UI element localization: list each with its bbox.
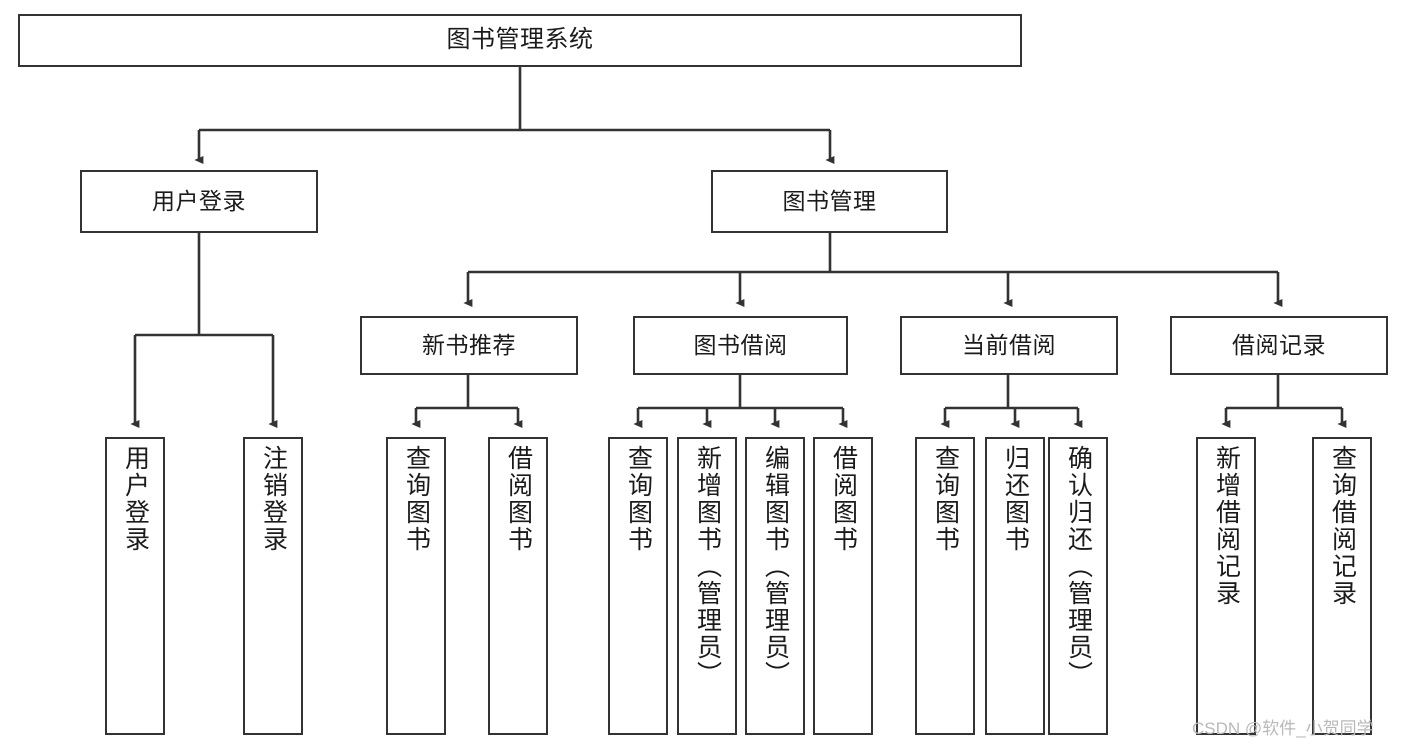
node-leaf-bb-add-book[interactable]: 新增图书（管理员） (677, 437, 737, 735)
node-root-system[interactable]: 图书管理系统 (18, 14, 1022, 67)
node-leaf-user-logout[interactable]: 注销登录 (243, 437, 303, 735)
node-leaf-user-login[interactable]: 用户登录 (105, 437, 165, 735)
node-leaf-nb-query-book[interactable]: 查询图书 (386, 437, 446, 735)
node-label: 新书推荐 (422, 331, 516, 358)
node-label: 查询借阅记录 (1328, 445, 1357, 607)
node-label: 借阅图书 (504, 445, 533, 553)
node-leaf-bb-edit-book[interactable]: 编辑图书（管理员） (745, 437, 805, 735)
node-leaf-nb-borrow-book[interactable]: 借阅图书 (488, 437, 548, 735)
node-leaf-cb-confirm-return[interactable]: 确认归还（管理员） (1048, 437, 1108, 735)
current-borrow-to-leaf-connectors (940, 375, 1083, 429)
borrow-record-to-leaf-connectors (1221, 375, 1347, 429)
node-label: 借阅图书 (829, 445, 858, 553)
node-leaf-cb-return-book[interactable]: 归还图书 (985, 437, 1045, 735)
node-borrow-record[interactable]: 借阅记录 (1170, 316, 1388, 375)
node-book-borrow[interactable]: 图书借阅 (633, 316, 848, 375)
node-label: 编辑图书（管理员） (761, 445, 790, 688)
node-label: 借阅记录 (1232, 331, 1326, 358)
node-label: 归还图书 (1001, 445, 1030, 553)
node-label: 查询图书 (931, 445, 960, 553)
node-new-book-recommend[interactable]: 新书推荐 (360, 316, 578, 375)
node-label: 用户登录 (121, 445, 150, 553)
node-leaf-bb-query-book[interactable]: 查询图书 (608, 437, 668, 735)
node-leaf-br-add-record[interactable]: 新增借阅记录 (1196, 437, 1256, 735)
node-label: 图书管理 (782, 187, 877, 214)
user-login-to-leaf-connectors (130, 233, 278, 429)
node-user-login[interactable]: 用户登录 (80, 170, 318, 233)
node-label: 查询图书 (402, 445, 431, 553)
node-label: 新增借阅记录 (1212, 445, 1241, 607)
book-borrow-to-leaf-connectors (633, 375, 848, 429)
node-label: 确认归还（管理员） (1064, 445, 1093, 688)
root-to-level1-connectors (194, 67, 835, 165)
node-label: 查询图书 (624, 445, 653, 553)
node-leaf-bb-borrow-book[interactable]: 借阅图书 (813, 437, 873, 735)
node-label: 图书借阅 (693, 331, 788, 358)
node-current-borrow[interactable]: 当前借阅 (900, 316, 1118, 375)
book-manage-to-level2-connectors (463, 233, 1283, 308)
node-leaf-cb-query-book[interactable]: 查询图书 (915, 437, 975, 735)
node-label: 新增图书（管理员） (693, 445, 722, 688)
node-label: 注销登录 (259, 445, 288, 553)
node-book-manage[interactable]: 图书管理 (711, 170, 948, 233)
node-leaf-br-query-record[interactable]: 查询借阅记录 (1312, 437, 1372, 735)
node-label: 用户登录 (152, 187, 246, 214)
node-label: 当前借阅 (962, 331, 1056, 358)
node-label: 图书管理系统 (446, 26, 594, 54)
new-book-recommend-to-leaf-connectors (411, 375, 523, 429)
